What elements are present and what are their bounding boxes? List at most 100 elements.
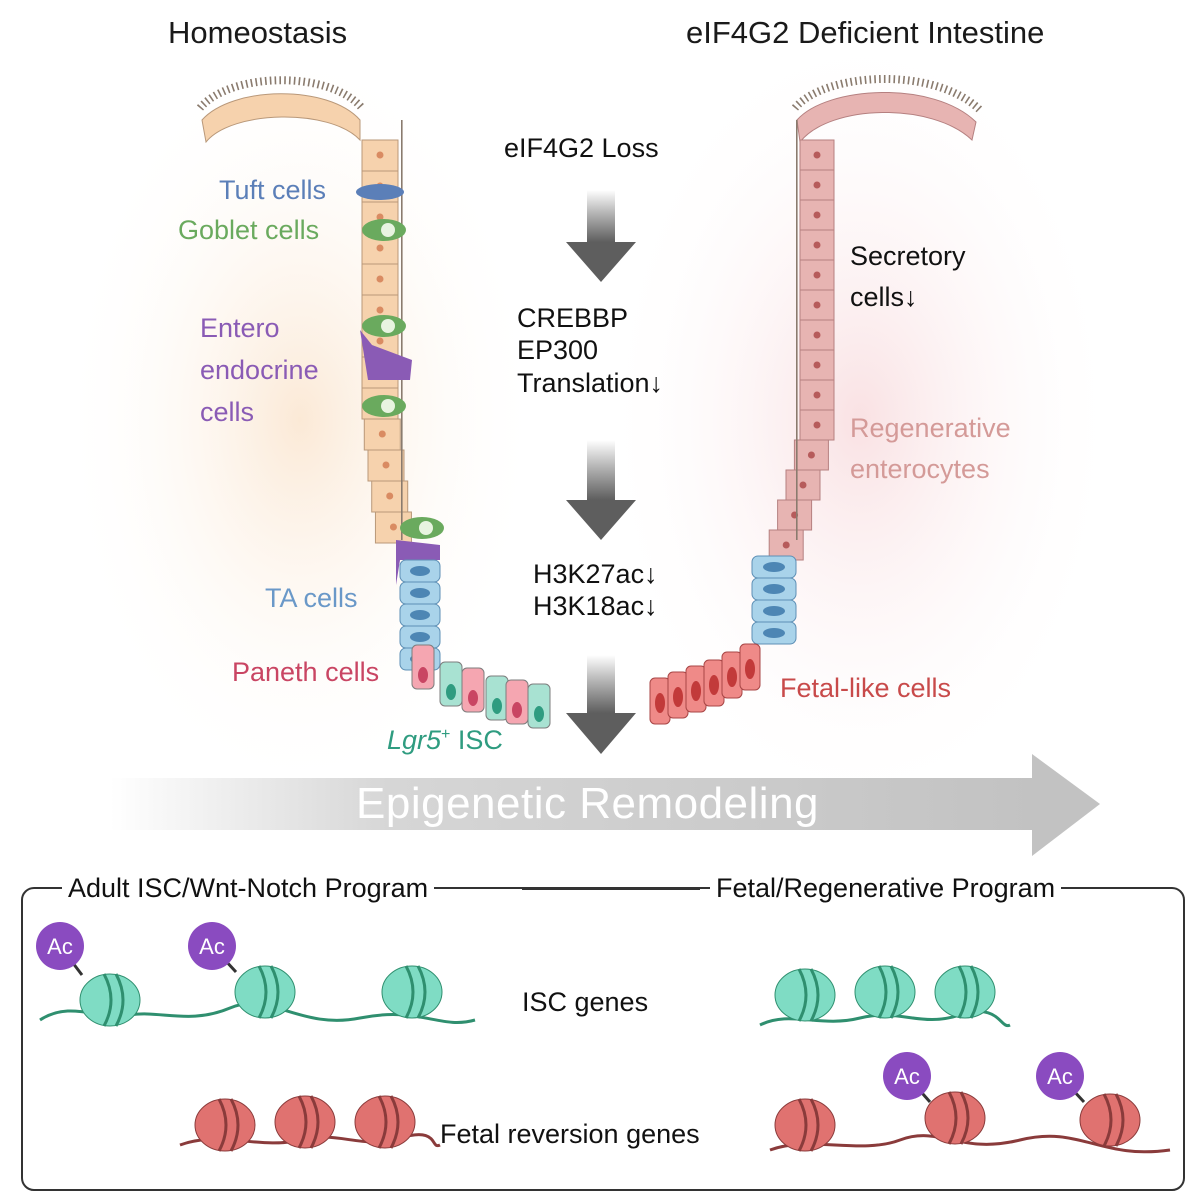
cell-nucleus [782, 541, 790, 549]
dna-wrap [114, 973, 125, 1027]
dna-wrap [1114, 1093, 1125, 1147]
histone-acetylation-label: H3K27ac↓ H3K18ac↓ [533, 559, 658, 622]
tuft-cell [356, 184, 404, 200]
acetyl-circle [188, 922, 236, 970]
cell-nucleus [386, 492, 394, 500]
dna-wrap [797, 1098, 808, 1152]
deficient-epithelium [649, 75, 983, 725]
nucleosome [274, 1095, 336, 1149]
goblet-granules [381, 319, 395, 333]
goblet-granules [419, 521, 433, 535]
cell-nucleus [389, 523, 397, 531]
epigenetic-remodeling-label: Epigenetic Remodeling [356, 779, 820, 828]
cell-nucleus [813, 211, 821, 219]
dna-wrap [809, 1098, 820, 1152]
nucleosome [774, 1098, 836, 1152]
dna-wrap [969, 965, 980, 1019]
dna-wrap [217, 1098, 228, 1152]
fetal-like-nucleus [655, 693, 665, 713]
dna-wrap [377, 1095, 388, 1149]
homeostasis-title: Homeostasis [168, 15, 348, 50]
cell-nucleus [813, 331, 821, 339]
cell-nucleus [807, 451, 815, 459]
ta-nucleus [763, 562, 785, 572]
cell-nucleus [813, 391, 821, 399]
translation-factors-label: CREBBP EP300 Translation↓ [517, 303, 664, 398]
nucleosome [234, 965, 296, 1019]
fetal-like-nucleus [709, 675, 719, 695]
enteroendocrine-cell [360, 330, 412, 380]
ta-nucleus [763, 584, 785, 594]
acetyl-circle [1036, 1052, 1084, 1100]
cell-nucleus [382, 461, 390, 469]
crypt-nucleus [492, 698, 502, 714]
acetyl-circle [36, 922, 84, 970]
nucleosome [934, 965, 996, 1019]
dna-wrap [957, 965, 968, 1019]
deficient-intestine-title: eIF4G2 Deficient Intestine [686, 15, 1045, 50]
cell-nucleus [813, 271, 821, 279]
acetyl-text: Ac [1047, 1064, 1073, 1089]
nucleosome [774, 968, 836, 1022]
cell-nucleus [376, 244, 384, 252]
cell-nucleus [376, 213, 384, 221]
pathway-arrow-3 [566, 655, 636, 754]
ta-nucleus [410, 632, 430, 642]
fetal-like-cells-label: Fetal-like cells [780, 673, 952, 703]
cell-nucleus [376, 306, 384, 314]
tuft-cells-label: Tuft cells [219, 175, 327, 205]
dna-wrap [404, 965, 415, 1019]
ta-cells-label: TA cells [265, 583, 358, 613]
goblet-cells-label: Goblet cells [178, 215, 320, 245]
dna-wrap [389, 1095, 400, 1149]
crypt-nucleus [418, 667, 428, 683]
nucleosome [854, 965, 916, 1019]
fetal-reversion-genes-label: Fetal reversion genes [440, 1119, 700, 1149]
enteroendocrine-cells-label: Entero endocrine cells [200, 313, 319, 427]
ta-nucleus [763, 628, 785, 638]
cell-nucleus [376, 151, 384, 159]
fetal-like-nucleus [745, 659, 755, 679]
dna-wrap [1102, 1093, 1113, 1147]
regenerative-enterocytes-label: Regenerative enterocytes [850, 413, 1011, 484]
goblet-granules [381, 399, 395, 413]
crypt-nucleus [446, 684, 456, 700]
acetyl-mark: Ac [36, 922, 84, 976]
goblet-granules [381, 223, 395, 237]
cell-nucleus [813, 301, 821, 309]
acetyl-circle [883, 1052, 931, 1100]
dna-wrap [269, 965, 280, 1019]
cell-nucleus [378, 430, 386, 438]
crypt-nucleus [468, 690, 478, 706]
dna-wrap [947, 1091, 958, 1145]
pathway-arrow-1 [566, 190, 636, 282]
dna-wrap [889, 965, 900, 1019]
dna-wrap [959, 1091, 970, 1145]
crypt-nucleus [534, 706, 544, 722]
crypt-nucleus [512, 702, 522, 718]
cell-nucleus [813, 151, 821, 159]
dna-wrap [877, 965, 888, 1019]
fetal-like-nucleus [673, 687, 683, 707]
secretory-cells-label: Secretory cells↓ [850, 241, 966, 312]
epigenetic-remodeling-arrow [110, 754, 1100, 856]
microvilli-border [794, 120, 800, 540]
isc-genes-label: ISC genes [522, 987, 649, 1017]
cell-nucleus [376, 337, 384, 345]
nucleosome [1079, 1093, 1141, 1147]
paneth-cells-label: Paneth cells [232, 657, 380, 687]
enteroendocrine-cell-lower [396, 540, 440, 585]
ta-nucleus [410, 610, 430, 620]
acetyl-mark: Ac [1036, 1052, 1086, 1104]
cell-nucleus [813, 361, 821, 369]
lgr5-isc-label: Lgr5+ ISC [387, 725, 503, 755]
dna-wrap [257, 965, 268, 1019]
cell-nucleus [799, 481, 807, 489]
acetyl-text: Ac [199, 934, 225, 959]
dna-wrap [416, 965, 427, 1019]
nucleosome [194, 1098, 256, 1152]
adult-isc-program-label: Adult ISC/Wnt-Notch Program [62, 872, 435, 905]
cell-nucleus [813, 421, 821, 429]
ta-nucleus [763, 606, 785, 616]
